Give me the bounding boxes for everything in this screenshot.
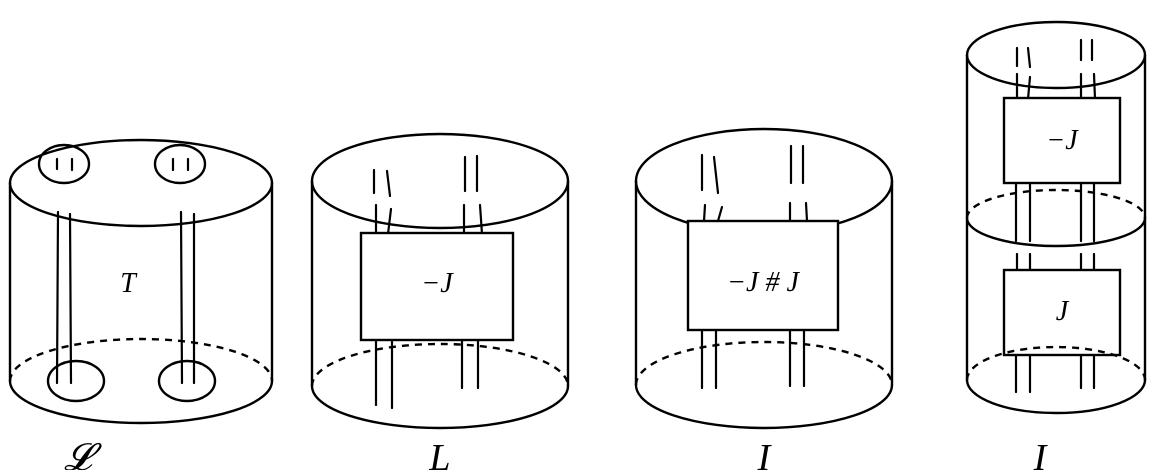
panel-1-top-left-disk (37, 143, 91, 185)
panel-4-bottom-front-arc (965, 378, 1147, 415)
panel-2-cylinder: −J (310, 132, 570, 430)
panel-4-bottom-back-arc (965, 345, 1147, 381)
panel-1-cylinder: T (8, 138, 274, 425)
panel-3-bottom-front-arc (634, 383, 894, 430)
panel-2-caption: L (428, 437, 450, 470)
panel-3-tangle-box (686, 219, 840, 332)
panel-4-middle-front-arc (965, 216, 1147, 248)
panel-3-caption: I (757, 437, 773, 470)
panel-1-top-right-disk (153, 143, 207, 185)
panel-1-top-ellipse (8, 138, 274, 228)
panel-2-top-ellipse (310, 132, 570, 230)
panel-4-bottom-tangle-box (1002, 268, 1122, 357)
panel-1-bottom-right-disk (157, 359, 217, 403)
panel-4-top-tangle-box (1002, 96, 1122, 185)
panel-2-bottom-front-arc (310, 384, 570, 430)
panel-1-bottom-front-arc (8, 379, 274, 425)
panel-4-bottom-box-label: J (1056, 296, 1070, 327)
panel-3-top-ellipse (634, 127, 894, 235)
panel-4-top-ellipse (965, 20, 1147, 90)
panel-4-top-box-label: −J (1046, 125, 1079, 156)
panel-2-box-label: −J (421, 268, 454, 299)
panel-1-bottom-left-disk (46, 359, 106, 403)
panel-3-cylinder: −J # J (634, 127, 894, 430)
panel-2-tangle-box (359, 231, 515, 342)
panel-3-bottom-back-arc (634, 340, 894, 386)
panel-1-tangle-label: T (120, 268, 138, 299)
panel-2-bottom-back-arc (310, 342, 570, 387)
panel-1-bottom-back-arc (8, 337, 274, 382)
panel-4-stacked-cylinders: −J J (965, 20, 1147, 415)
panel-1-caption: 𝓛 (64, 437, 102, 470)
panel-3-box-label: −J # J (727, 267, 800, 298)
panel-4-caption: I (1033, 437, 1049, 470)
panel-4-middle-back-arc (965, 188, 1147, 219)
